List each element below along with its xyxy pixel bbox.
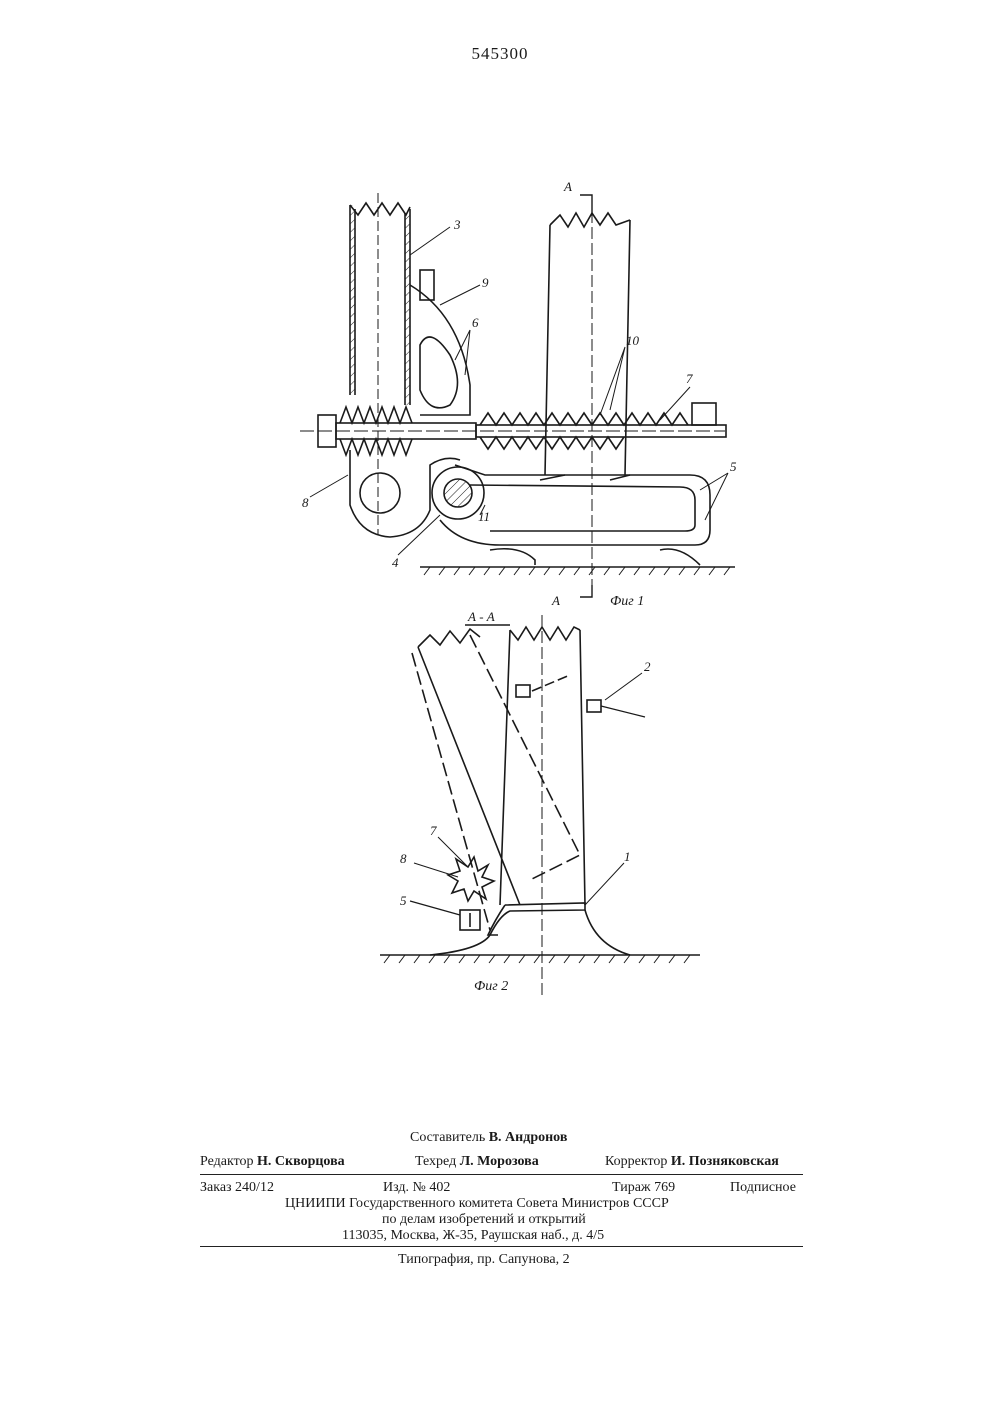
fig1-section-mark-bottom: А xyxy=(551,593,560,605)
spring-7 xyxy=(480,413,688,425)
fig1-label-9: 9 xyxy=(482,275,489,290)
blade-1 xyxy=(490,903,585,935)
figure-2-drawing: А - А 2 7 8 5 1 Фиг 2 xyxy=(370,605,710,1005)
editor-line: Редактор Н. Скворцова xyxy=(200,1154,345,1170)
organization-line-1: ЦНИИПИ Государственного комитета Совета … xyxy=(285,1196,669,1212)
edition-number: Изд. № 402 xyxy=(383,1180,450,1196)
compiler-line: Составитель В. Андронов xyxy=(410,1130,567,1146)
fig1-label-8: 8 xyxy=(302,495,309,510)
fig2-label-8: 8 xyxy=(400,851,407,866)
fig2-caption: Фиг 2 xyxy=(474,979,508,994)
divider-top xyxy=(200,1174,803,1175)
fig1-label-11: 11 xyxy=(478,509,490,524)
fig1-label-5: 5 xyxy=(730,459,737,474)
circulation: Тираж 769 xyxy=(612,1180,675,1196)
page-number: 545300 xyxy=(0,44,1000,64)
fig2-label-7: 7 xyxy=(430,823,437,838)
order-number: Заказ 240/12 xyxy=(200,1180,274,1196)
fig1-label-4: 4 xyxy=(392,555,399,570)
left-post xyxy=(350,205,410,405)
fig2-label-5: 5 xyxy=(400,893,407,908)
fig2-section-title: А - А xyxy=(467,609,495,624)
fig2-label-1: 1 xyxy=(624,849,631,864)
techred-line: Техред Л. Морозова xyxy=(415,1154,539,1170)
subscription: Подписное xyxy=(730,1180,796,1196)
fig1-label-10: 10 xyxy=(626,333,640,348)
fig1-caption: Фиг 1 xyxy=(610,594,644,605)
fig1-section-mark-top: А xyxy=(563,179,572,194)
fig1-label-3: 3 xyxy=(453,217,461,232)
organization-line-2: по делам изобретений и открытий xyxy=(382,1212,586,1228)
fig2-label-2: 2 xyxy=(644,659,651,674)
figure-1-drawing: 3 9 6 10 7 5 8 4 11 А А Фиг 1 xyxy=(280,175,740,605)
divider-bottom xyxy=(200,1246,803,1247)
corrector-line: Корректор И. Позняковская xyxy=(605,1154,779,1170)
address-line: 113035, Москва, Ж-35, Раушская наб., д. … xyxy=(342,1228,604,1244)
fig1-label-6: 6 xyxy=(472,315,479,330)
fig1-label-7: 7 xyxy=(686,371,693,386)
printing-house: Типография, пр. Сапунова, 2 xyxy=(398,1252,570,1268)
